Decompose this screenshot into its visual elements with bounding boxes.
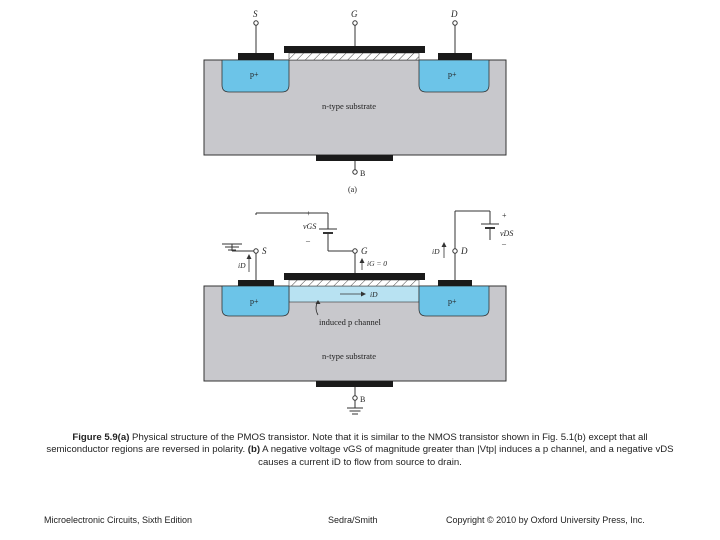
terminal-d-b: D xyxy=(460,246,468,256)
battery-vds-icon xyxy=(481,223,499,229)
terminal-b-b-node xyxy=(352,395,358,401)
channel-label: induced p channel xyxy=(319,317,381,327)
diagram-b: iD S + vGS – G iG = 0 + vDS xyxy=(203,209,513,415)
id-channel-label: iD xyxy=(370,290,378,299)
terminal-g-b: G xyxy=(361,246,368,256)
vds-label: vDS xyxy=(500,229,513,238)
caption-fig-label: Figure 5.9(a) xyxy=(72,432,130,443)
body-metal-a xyxy=(316,155,393,161)
drain-region-b xyxy=(418,285,490,317)
battery-vgs-icon xyxy=(319,228,337,234)
caption-part-b-label: (b) xyxy=(247,444,261,456)
channel-pointer-icon xyxy=(315,300,321,304)
caption-part1: Physical structure of the PMOS transisto… xyxy=(46,432,648,456)
id-source-arrow-icon xyxy=(246,254,252,259)
figure-caption: Figure 5.9(a) Physical structure of the … xyxy=(40,432,680,469)
footer-book-title: Microelectronic Circuits, Sixth Edition xyxy=(44,515,193,525)
caption-part2: A negative voltage vGS of magnitude grea… xyxy=(258,444,674,468)
terminal-b-a-node xyxy=(352,169,358,175)
body-metal-b xyxy=(316,381,393,387)
drain-metal-b xyxy=(438,280,472,286)
oxide-b xyxy=(288,279,420,287)
source-region-b-label: p+ xyxy=(250,297,259,306)
terminal-s-b: S xyxy=(262,246,267,256)
gate-metal-a xyxy=(284,46,425,53)
vgs-label: vGS xyxy=(303,222,316,231)
terminal-d-b-node xyxy=(452,248,458,254)
drain-metal-a xyxy=(438,53,472,60)
source-metal-a xyxy=(238,53,274,60)
terminal-s-b-node xyxy=(253,248,259,254)
vds-plus: + xyxy=(502,211,507,220)
substrate-b-label: n-type substrate xyxy=(322,351,376,361)
drain-region-b-label: p+ xyxy=(448,297,457,306)
id-drain-label: iD xyxy=(432,247,440,256)
oxide-a xyxy=(288,52,420,61)
ground-icon-source xyxy=(222,243,242,251)
ig-label: iG = 0 xyxy=(367,259,387,268)
terminal-b-a: B xyxy=(360,169,365,178)
terminal-d-a-node xyxy=(452,20,458,26)
source-region-a xyxy=(221,59,290,93)
terminal-g-b-node xyxy=(352,248,358,254)
id-drain-arrow-icon xyxy=(441,242,447,247)
id-channel-arrow-icon xyxy=(361,291,366,297)
footer-authors: Sedra/Smith xyxy=(328,515,378,525)
terminal-g-a-node xyxy=(352,20,358,26)
vgs-minus: – xyxy=(305,236,311,245)
diagram-a: S G D B p+ p+ n-type substrate (a) xyxy=(203,9,507,194)
ig-arrow-icon xyxy=(359,258,365,263)
gate-metal-b xyxy=(284,273,425,280)
ground-icon-body xyxy=(347,407,363,415)
terminal-d-a: D xyxy=(450,9,458,19)
footer-copyright: Copyright © 2010 by Oxford University Pr… xyxy=(446,515,645,525)
terminal-s-a-node xyxy=(253,20,259,26)
vds-minus: – xyxy=(501,239,507,248)
id-source-label: iD xyxy=(238,261,246,270)
drain-region-a xyxy=(418,59,490,93)
terminal-b-b: B xyxy=(360,395,365,404)
terminal-g-a: G xyxy=(351,9,358,19)
source-region-a-label: p+ xyxy=(250,70,259,79)
terminal-s-a: S xyxy=(253,9,258,19)
drain-region-a-label: p+ xyxy=(448,70,457,79)
source-metal-b xyxy=(238,280,274,286)
source-region-b xyxy=(221,285,290,317)
substrate-a-label: n-type substrate xyxy=(322,101,376,111)
vgs-plus: + xyxy=(306,209,311,218)
diagram-a-sublabel: (a) xyxy=(348,185,357,194)
